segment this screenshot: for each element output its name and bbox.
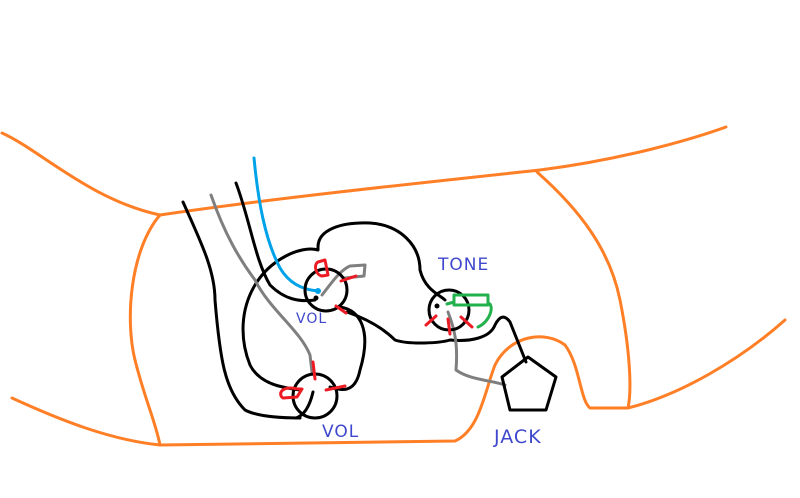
tone-capacitor [445, 293, 493, 329]
black-wires [181, 181, 528, 420]
volume-bottom-label: VOL [322, 422, 360, 442]
gray-wires [209, 193, 507, 387]
volume-top-label: VOL [296, 311, 328, 327]
black-solder-dot [434, 303, 440, 309]
solder-points [279, 258, 474, 400]
guitar-body-outline [0, 125, 787, 447]
volume-pot-bottom [291, 372, 339, 420]
jack-label: JACK [494, 426, 542, 448]
blue-wire-solder-dot [315, 288, 321, 294]
output-jack [500, 355, 558, 412]
tone-label: TONE [438, 255, 490, 275]
black-solder-dot [313, 295, 319, 301]
